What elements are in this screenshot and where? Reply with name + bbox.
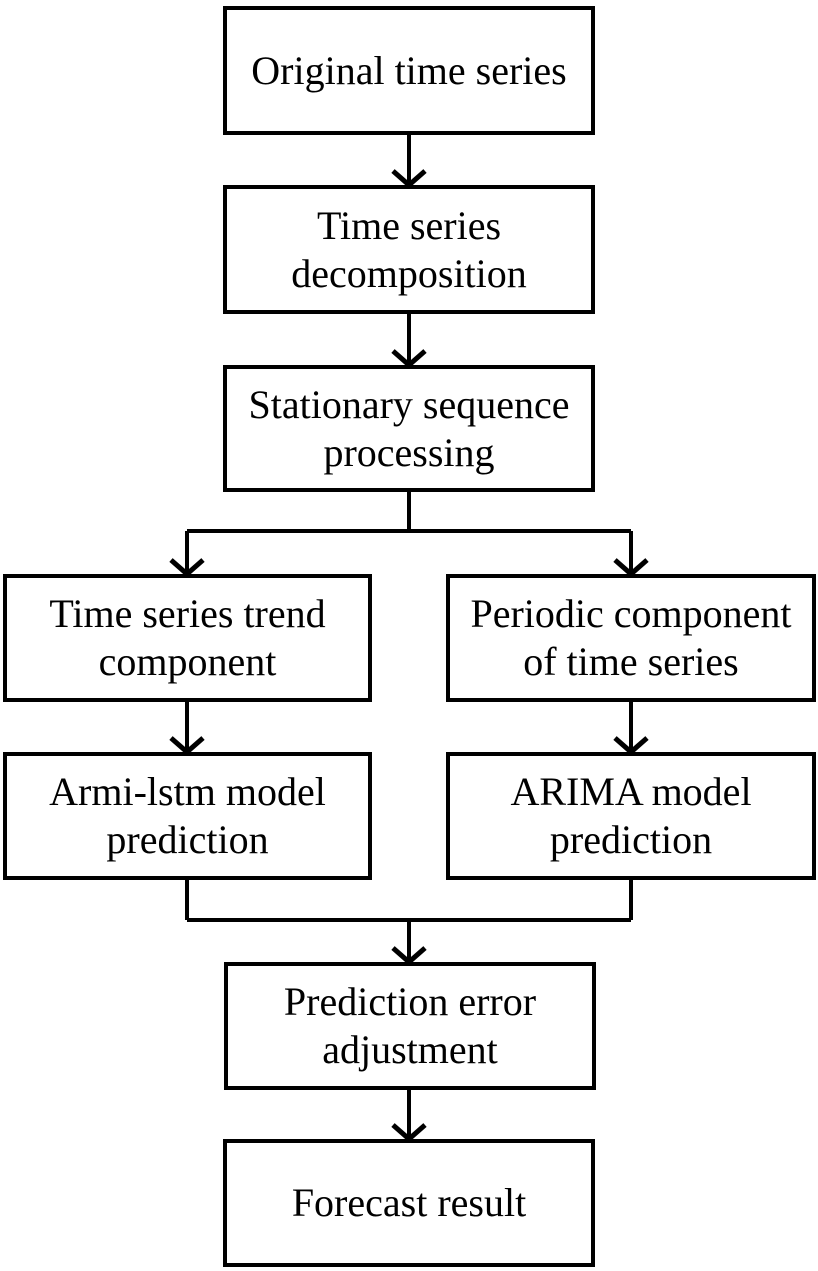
node-arima-model-prediction: ARIMA model prediction [446,752,816,880]
node-periodic-component-of-time-series: Periodic component of time series [446,574,816,702]
node-label: Time series trend component [49,591,326,684]
edge-error-adjustment-to-forecast [391,1090,427,1143]
node-label: ARIMA model prediction [510,769,752,862]
node-armi-lstm-model-prediction: Armi-lstm model prediction [3,752,372,880]
node-label: Forecast result [291,1180,527,1225]
node-label: Armi-lstm model prediction [49,769,326,862]
node-time-series-trend-component: Time series trend component [3,574,372,702]
node-label: Stationary sequence processing [248,381,570,475]
edge-periodic-to-arima [613,702,649,756]
node-prediction-error-adjustment: Prediction error adjustment [224,962,596,1090]
edge-decomposition-to-stationary [391,314,427,369]
edge-merge-to-error-adjustment [185,880,633,966]
node-label: Prediction error adjustment [283,979,537,1072]
edge-original-to-decomposition [391,135,427,189]
node-original-time-series: Original time series [223,6,595,135]
edge-trend-to-armi-lstm [169,702,205,756]
edge-stationary-split [169,492,649,578]
node-time-series-decomposition: Time series decomposition [223,185,595,314]
node-label: Original time series [251,47,567,93]
node-label: Periodic component of time series [470,591,792,684]
node-stationary-sequence-processing: Stationary sequence processing [223,365,595,492]
node-forecast-result: Forecast result [223,1139,595,1267]
node-label: Time series decomposition [291,202,527,296]
